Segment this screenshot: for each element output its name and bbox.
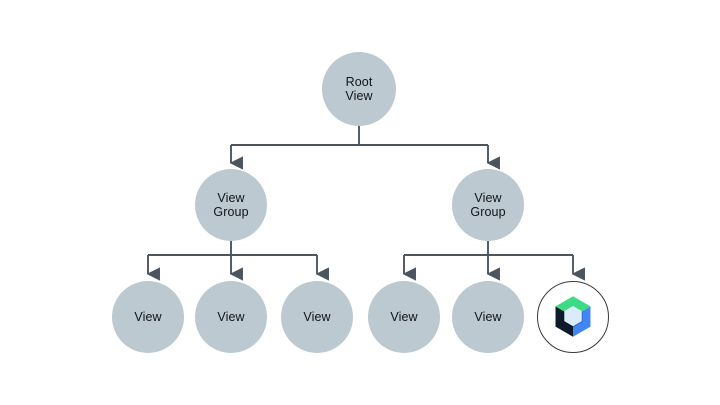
node-root-view[interactable]: Root View	[322, 52, 396, 126]
node-view-2[interactable]: View	[195, 281, 267, 353]
node-label: View	[390, 309, 418, 324]
node-view-5[interactable]: View	[452, 281, 524, 353]
node-label: View Group	[470, 190, 506, 220]
node-view-group-right[interactable]: View Group	[452, 169, 524, 241]
node-label: Root View	[345, 74, 373, 104]
node-view-1[interactable]: View	[112, 281, 184, 353]
node-label: View	[303, 309, 331, 324]
node-compose-view[interactable]	[537, 281, 609, 353]
node-label: View	[134, 309, 162, 324]
node-label: View	[474, 309, 502, 324]
node-view-4[interactable]: View	[368, 281, 440, 353]
node-label: View Group	[213, 190, 249, 220]
jetpack-compose-logo-icon	[550, 294, 596, 340]
node-view-3[interactable]: View	[281, 281, 353, 353]
node-view-group-left[interactable]: View Group	[195, 169, 267, 241]
node-label: View	[217, 309, 245, 324]
